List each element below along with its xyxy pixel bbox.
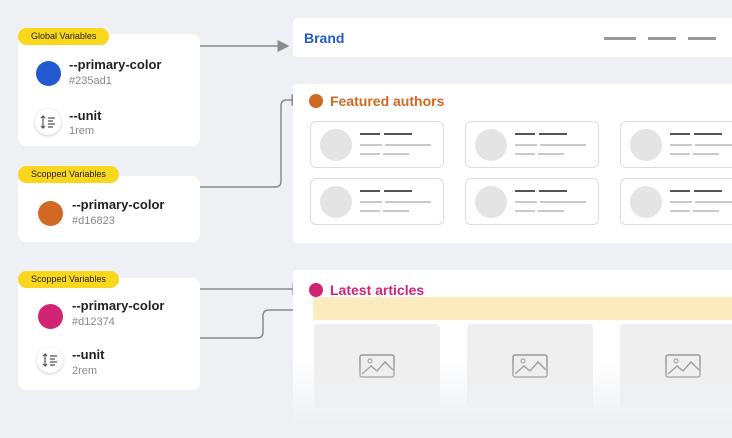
pink-color-swatch: [38, 304, 63, 329]
var-value: 2rem: [72, 365, 98, 377]
nav-link-placeholder[interactable]: [648, 37, 676, 40]
line-height-icon: [35, 109, 61, 135]
line-height-icon: [37, 347, 63, 373]
brand-title: Brand: [304, 30, 345, 46]
orange-color-swatch: [38, 201, 63, 226]
author-card: [620, 178, 732, 225]
avatar-placeholder: [630, 129, 662, 161]
avatar-placeholder: [475, 186, 507, 218]
var-value: 1rem: [69, 125, 95, 137]
avatar-placeholder: [630, 186, 662, 218]
highlight-bar: [313, 297, 732, 320]
var-name: --unit: [69, 108, 102, 123]
pink-dot: [309, 283, 323, 297]
var-name: --primary-color: [69, 57, 162, 72]
nav-link-placeholder[interactable]: [688, 37, 716, 40]
author-card: [465, 121, 599, 168]
var-name: --primary-color: [72, 298, 165, 313]
scoped-variables-badge: Scopped Variables: [18, 166, 119, 183]
scoped-variables-badge: Scopped Variables: [18, 271, 119, 288]
nav-link-placeholder[interactable]: [604, 37, 636, 40]
var-value: #d16823: [72, 215, 115, 227]
author-card: [310, 121, 444, 168]
var-name: --unit: [72, 347, 105, 362]
author-card: [465, 178, 599, 225]
author-card: [310, 178, 444, 225]
avatar-placeholder: [320, 129, 352, 161]
fade-overlay: [293, 360, 732, 438]
avatar-placeholder: [475, 129, 507, 161]
global-variables-badge: Global Variables: [18, 28, 110, 45]
var-value: #d12374: [72, 316, 115, 328]
scoped-variables-card: [18, 278, 200, 390]
blue-color-swatch: [36, 61, 61, 86]
latest-articles-title: Latest articles: [330, 282, 425, 298]
brand-header-panel: Brand: [293, 18, 732, 57]
orange-dot: [309, 94, 323, 108]
author-card: [620, 121, 732, 168]
var-value: #235ad1: [69, 75, 112, 87]
var-name: --primary-color: [72, 197, 165, 212]
featured-authors-title: Featured authors: [330, 93, 445, 109]
avatar-placeholder: [320, 186, 352, 218]
